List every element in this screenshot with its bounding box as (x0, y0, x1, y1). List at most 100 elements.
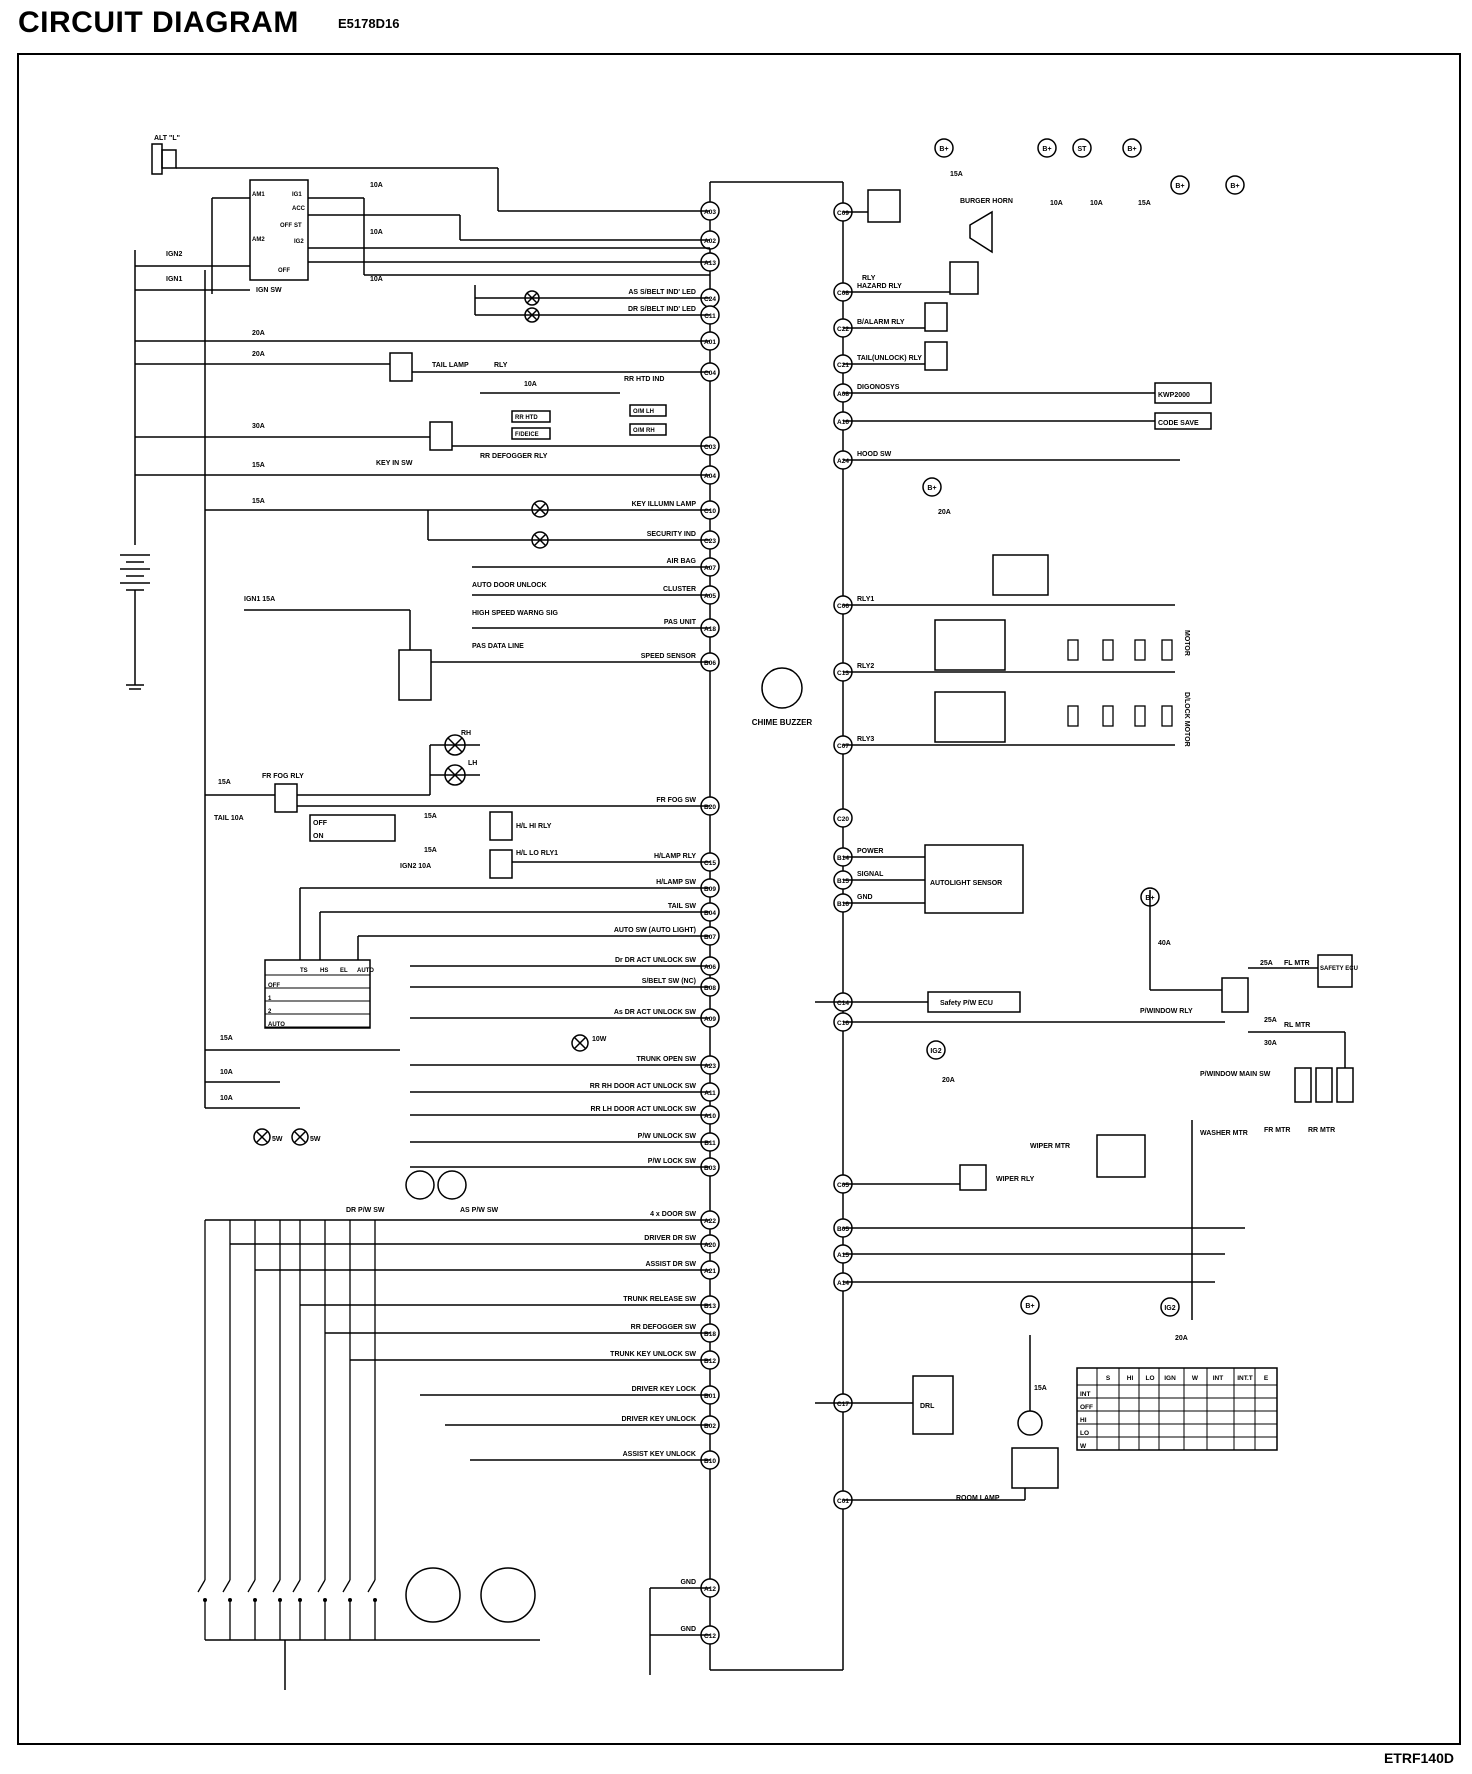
door-switch (342, 1220, 352, 1640)
light-sw-col: TS (300, 968, 308, 974)
pin-id: B06 (704, 660, 716, 667)
pin-id: B05 (837, 1226, 849, 1233)
bulb-5w-a (253, 1128, 271, 1146)
pin-id: A18 (704, 626, 716, 633)
fuse-label: 10A (370, 276, 383, 283)
pin-id: C24 (704, 296, 716, 303)
fuse-label: 15A (424, 847, 437, 854)
pin-label: ASSIST DR SW (645, 1261, 696, 1268)
rr-defogger-relay (429, 421, 453, 451)
hazard-relay (949, 261, 979, 295)
light-sw-row: AUTO (268, 1022, 285, 1028)
battery-symbol (120, 554, 150, 591)
footer-code: ETRF140D (1383, 1750, 1454, 1766)
pin-id: C04 (704, 370, 716, 377)
dlock-motor (1161, 705, 1173, 727)
pin-label: ASSIST KEY UNLOCK (623, 1451, 696, 1458)
autolight-sensor-label: AUTOLIGHT SENSOR (930, 880, 1002, 887)
pin-id: C20 (837, 816, 849, 823)
alt-l-connector (151, 143, 163, 175)
pin-id: C21 (837, 362, 849, 369)
pin-label: RR RH DOOR ACT UNLOCK SW (590, 1083, 697, 1090)
om-rh-box (629, 423, 667, 436)
rr-window-switch-b (1336, 1067, 1354, 1103)
pin-label: FR FOG SW (656, 797, 696, 804)
ign-pos-ig1: IG1 (292, 192, 302, 198)
pin-id: B01 (704, 1393, 716, 1400)
pin-label: TAIL SW (668, 903, 697, 910)
hl-hi-relay (489, 811, 513, 841)
ign2-label: IGN2 (166, 251, 182, 258)
dlock-motor (1134, 639, 1146, 661)
pin-id: B02 (704, 1423, 716, 1430)
pin-id: C05 (837, 1182, 849, 1189)
wiper-rly-label: WIPER RLY (996, 1176, 1035, 1183)
fog-lh-label: LH (468, 760, 477, 767)
bulb-5w-b-label: 5W (310, 1136, 321, 1143)
ign-switch-label: IGN SW (256, 287, 282, 294)
power-source-label: B+ (1025, 1303, 1034, 1310)
rly3-box (934, 691, 1006, 743)
wiper-sw-col: E (1264, 1375, 1269, 1382)
pin-id: C09 (837, 210, 849, 217)
pin-id: B13 (704, 1303, 716, 1310)
pin-id: A01 (704, 339, 716, 346)
pin-id: B14 (837, 855, 849, 862)
om-rh-label: O/M RH (633, 428, 655, 434)
pin-id: C08 (837, 290, 849, 297)
pin-label: TRUNK OPEN SW (637, 1056, 697, 1063)
pin-label: S/BELT SW (NC) (642, 978, 696, 985)
fr-mtr-label: FR MTR (1264, 1127, 1290, 1134)
fuse-label: 30A (1264, 1040, 1277, 1047)
pin-label: GND (857, 894, 873, 901)
pin-label: H/LAMP SW (656, 879, 696, 886)
rr-mtr-label: RR MTR (1308, 1127, 1335, 1134)
fuse-label: 10A (524, 381, 537, 388)
light-sw-col: EL (340, 968, 348, 974)
key-illum-lamp (531, 500, 549, 518)
fuse-label: 15A (950, 171, 963, 178)
fuse-label: 10A (1050, 200, 1063, 207)
key-in-sw-label: KEY IN SW (376, 460, 413, 467)
fuse-label: 15A (1138, 200, 1151, 207)
ign1-15a-label: IGN1 15A (244, 596, 275, 603)
f-deice-label: F/DEICE (515, 432, 539, 438)
fuse-label: 15A (424, 813, 437, 820)
door-switch (222, 1220, 232, 1640)
dlock-motor (1102, 705, 1114, 727)
power-source-terminal: IG2 (1160, 1297, 1180, 1317)
light-sw-row: 1 (268, 996, 272, 1002)
pin-id: A08 (837, 391, 849, 398)
safety-ecu-box (1317, 954, 1353, 988)
pin-label: RR DEFOGGER SW (631, 1324, 697, 1331)
pin-id: C01 (837, 1498, 849, 1505)
ign-pos-off: OFF (280, 223, 292, 229)
rl-mtr-label: RL MTR (1284, 1022, 1310, 1029)
dlock-motor (1161, 639, 1173, 661)
fuse-label: 10A (220, 1069, 233, 1076)
b-alarm-relay (924, 302, 948, 332)
light-sw-col: AUTO (357, 968, 374, 974)
pin-id: B09 (704, 886, 716, 893)
fuse-label: 10A (220, 1095, 233, 1102)
burger-horn-label: BURGER HORN (960, 198, 1013, 205)
wiper-sw-row: OFF (1080, 1404, 1093, 1411)
ign-pos-acc: ACC (292, 206, 306, 212)
fog-switch-table (309, 814, 396, 842)
dr-pw-switch (405, 1170, 435, 1200)
pin-label: DRIVER KEY UNLOCK (621, 1416, 696, 1423)
power-source-label: B+ (927, 485, 936, 492)
high-speed-warng-label: HIGH SPEED WARNG SIG (472, 610, 559, 617)
power-source-label: ST (1078, 146, 1088, 153)
pin-label: TRUNK RELEASE SW (623, 1296, 696, 1303)
pin-id: A07 (704, 565, 716, 572)
fog-lamp-rh (444, 734, 466, 756)
as-sbelt-led-lamp (524, 290, 540, 306)
auto-door-unlock-label: AUTO DOOR UNLOCK (472, 582, 547, 589)
pin-label: Dr DR ACT UNLOCK SW (615, 957, 696, 964)
ign-switch (249, 179, 309, 281)
door-lock-motors (1067, 639, 1173, 727)
pin-id: A02 (704, 238, 716, 245)
